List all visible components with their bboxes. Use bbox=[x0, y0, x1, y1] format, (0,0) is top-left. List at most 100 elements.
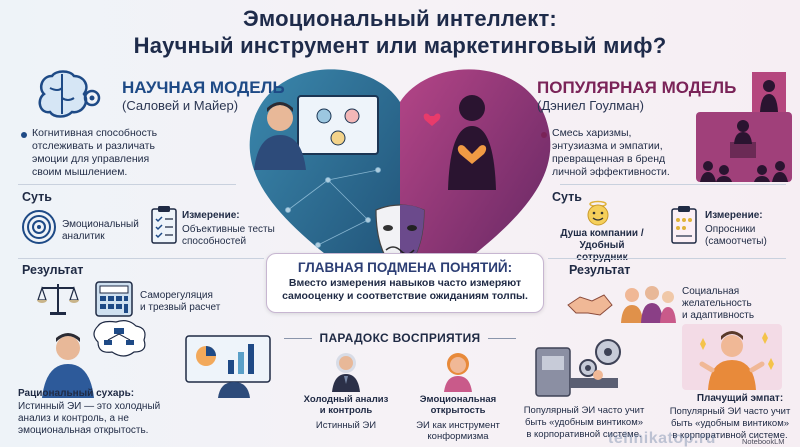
paradox-title: ПАРАДОКС ВОСПРИЯТИЯ bbox=[319, 331, 481, 345]
title-line-2: Научный инструмент или маркетинговый миф… bbox=[133, 33, 667, 58]
divider bbox=[548, 258, 786, 259]
text-line: способностей bbox=[182, 236, 247, 247]
text-line: быть «удобным винтиком» bbox=[524, 417, 644, 428]
text-line: эмоции для управления bbox=[32, 153, 150, 165]
divider bbox=[284, 338, 312, 339]
scientific-result-heading: Результат bbox=[22, 263, 84, 277]
divider bbox=[488, 338, 516, 339]
crying-empath-icon bbox=[682, 324, 782, 390]
bullet-dot bbox=[541, 132, 547, 138]
thinking-man-icon bbox=[267, 105, 293, 131]
speaker-crowd-icon bbox=[696, 112, 792, 182]
survey-clipboard-icon bbox=[671, 206, 697, 244]
divider bbox=[18, 184, 236, 185]
text-line: ЭИ как инструмент bbox=[416, 420, 500, 431]
bullet-dot bbox=[21, 132, 27, 138]
text-line: Саморегуляция bbox=[140, 290, 213, 301]
text-line: превращенная в бренд bbox=[552, 153, 666, 165]
text-line: быть «удобным винтиком» bbox=[670, 418, 790, 429]
text-line: Вместо измерения навыков часто измеряют bbox=[288, 277, 522, 289]
popular-measure-text: Опросники (самоотчеты) bbox=[705, 224, 767, 248]
text-line: аналитик bbox=[62, 231, 105, 242]
scientific-model-subtitle: (Саловей и Майер) bbox=[122, 98, 239, 113]
text-line: и трезвый расчет bbox=[140, 302, 221, 313]
text-line: самооценку и соответствие ожиданиям толп… bbox=[282, 290, 528, 302]
clipboard-icon bbox=[151, 206, 177, 244]
cog-text: Популярный ЭИ часто учит быть «удобным в… bbox=[520, 405, 648, 441]
cold-analyst-icon bbox=[332, 353, 360, 392]
glowing-heart-icon bbox=[457, 145, 487, 164]
network-icon bbox=[285, 167, 381, 248]
popular-bullet-text: Смесь харизмы, энтузиазма и эмпатии, пре… bbox=[552, 127, 712, 179]
text-line: анализ и контроль, а не bbox=[18, 413, 129, 424]
monitor-icon bbox=[297, 95, 379, 155]
text-line: личной эффективности. bbox=[552, 166, 670, 178]
popular-result-text: Социальная желательность и адаптивность bbox=[682, 286, 754, 322]
rational-text: Истинный ЭИ — это холодный анализ и конт… bbox=[18, 401, 160, 437]
popular-model-subtitle: (Дэниел Гоулман) bbox=[537, 98, 644, 113]
text-line: Смесь харизмы, bbox=[552, 127, 632, 139]
open-emotion-icon bbox=[444, 353, 472, 392]
text-line: Объективные тесты bbox=[182, 224, 275, 235]
text-line: Опросники bbox=[705, 224, 756, 235]
text-line: (самоотчеты) bbox=[705, 236, 767, 247]
text-line: своим мышлением. bbox=[32, 166, 128, 178]
divider bbox=[18, 258, 264, 259]
scientific-model-title: НАУЧНАЯ МОДЕЛЬ bbox=[122, 78, 285, 97]
text-line: желательность bbox=[682, 298, 752, 309]
popular-essence-label: Душа компании / Удобный сотрудник bbox=[556, 228, 648, 264]
open-emotion-heading: Эмоциональная открытость bbox=[408, 394, 508, 416]
center-callout-title: ГЛАВНАЯ ПОДМЕНА ПОНЯТИЙ: bbox=[297, 260, 513, 275]
text-line: и контроль bbox=[319, 405, 373, 416]
text-line: Популярный ЭИ часто учит bbox=[669, 406, 791, 417]
scientific-result-text: Саморегуляция и трезвый расчет bbox=[140, 290, 220, 314]
silhouette-icon bbox=[459, 95, 485, 121]
divider bbox=[560, 184, 786, 185]
speaker-stage-icon bbox=[752, 72, 786, 112]
popular-model-title: ПОПУЛЯРНАЯ МОДЕЛЬ bbox=[537, 78, 737, 97]
text-line: и адаптивность bbox=[682, 310, 755, 321]
calculator-icon bbox=[95, 281, 133, 317]
target-icon bbox=[22, 210, 56, 244]
text-line: Эмоциональная bbox=[419, 394, 497, 405]
brain-icon bbox=[38, 70, 101, 118]
cog-machine-icon bbox=[535, 339, 621, 397]
text-line: Истинный ЭИ — это холодный bbox=[18, 401, 161, 412]
smiley-halo-icon bbox=[587, 200, 609, 226]
text-line: Холодный анализ bbox=[303, 394, 389, 405]
scientific-essence-label: Эмоциональный аналитик bbox=[62, 219, 139, 243]
analytics-screen-icon bbox=[185, 335, 271, 398]
handshake-people-icon bbox=[567, 286, 676, 323]
text-line: Социальная bbox=[682, 286, 740, 297]
empath-text: Популярный ЭИ часто учит быть «удобным в… bbox=[660, 406, 800, 442]
cold-analysis-heading: Холодный анализ и контроль bbox=[296, 394, 396, 416]
text-line: эмоциональная открытость. bbox=[18, 425, 149, 436]
text-line: конформизма bbox=[427, 431, 489, 442]
small-heart-icon bbox=[423, 113, 441, 126]
text-line: Когнитивная способность bbox=[32, 127, 158, 139]
text-line: отслеживать и различать bbox=[32, 140, 155, 152]
text-line: в корпоративной системе. bbox=[672, 430, 788, 441]
scientific-measure-text: Объективные тесты способностей bbox=[182, 224, 275, 248]
text-line: Душа компании / bbox=[560, 228, 644, 239]
center-callout-text: Вместо измерения навыков часто измеряют … bbox=[272, 277, 538, 303]
open-emotion-caption: ЭИ как инструмент конформизма bbox=[408, 420, 508, 442]
text-line: в корпоративной системе. bbox=[526, 429, 642, 440]
empath-heading: Плачущий эмпат: bbox=[696, 393, 784, 404]
popular-essence-heading: Суть bbox=[552, 190, 582, 204]
title-line-1: Эмоциональный интеллект: bbox=[243, 6, 557, 31]
rational-person-icon bbox=[42, 320, 146, 398]
center-callout bbox=[266, 253, 544, 313]
scales-icon bbox=[37, 284, 79, 315]
text-line: Популярный ЭИ часто учит bbox=[523, 405, 645, 416]
text-line: открытость bbox=[430, 405, 486, 416]
cold-analysis-caption: Истинный ЭИ bbox=[315, 420, 377, 431]
watermark: tehnikatop.ru bbox=[608, 430, 716, 447]
popular-result-heading: Результат bbox=[569, 263, 631, 277]
text-line: Удобный сотрудник bbox=[576, 240, 627, 263]
scientific-essence-heading: Суть bbox=[22, 190, 52, 204]
rational-heading: Рациональный сухарь: bbox=[18, 388, 135, 399]
popular-measure-heading: Измерение: bbox=[705, 210, 763, 221]
text-line: энтузиазма и эмпатии, bbox=[552, 140, 663, 152]
notebooklm-label: NotebookLM bbox=[742, 437, 785, 446]
